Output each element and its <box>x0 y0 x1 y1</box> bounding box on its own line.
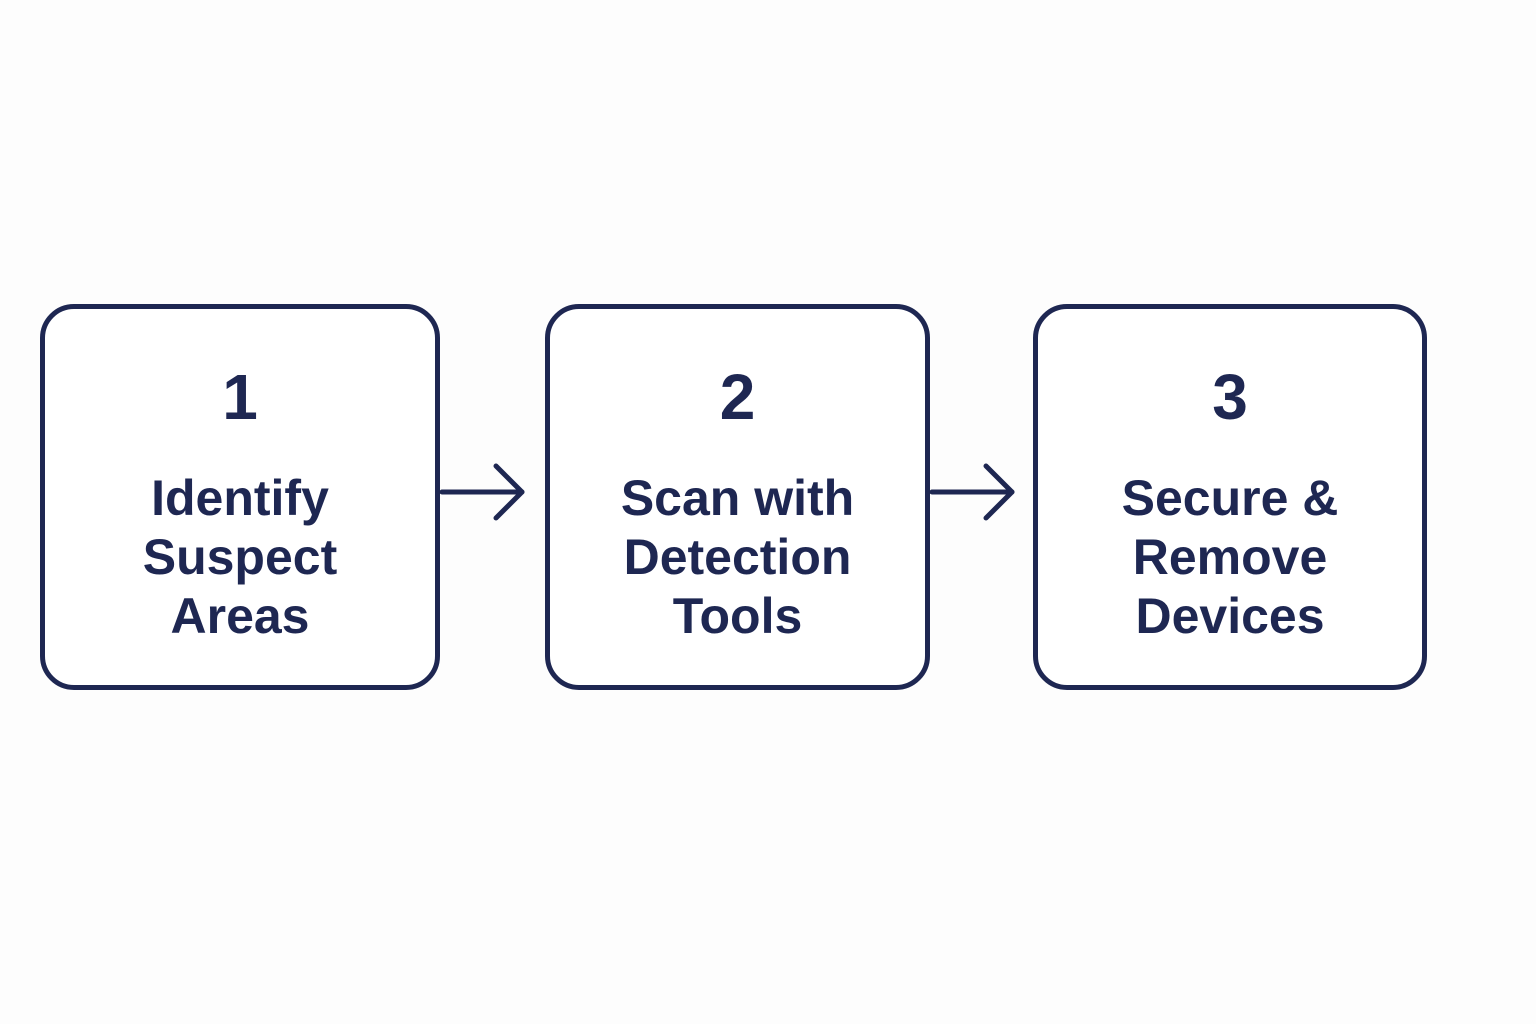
step-label-3: Secure & Remove Devices <box>1121 470 1339 644</box>
step-box-2: 2 Scan with Detection Tools <box>545 304 930 690</box>
step-number-2: 2 <box>719 361 756 433</box>
step-box-1: 1 Identify Suspect Areas <box>40 304 440 690</box>
step-number-1: 1 <box>222 361 258 433</box>
arrow-right-icon <box>439 463 525 521</box>
step-label-2: Scan with Detection Tools <box>620 470 855 644</box>
step-number-3: 3 <box>1212 361 1248 433</box>
step-box-3: 3 Secure & Remove Devices <box>1033 304 1427 690</box>
arrow-right-icon <box>929 463 1015 521</box>
step-label-1: Identify Suspect Areas <box>142 470 338 644</box>
